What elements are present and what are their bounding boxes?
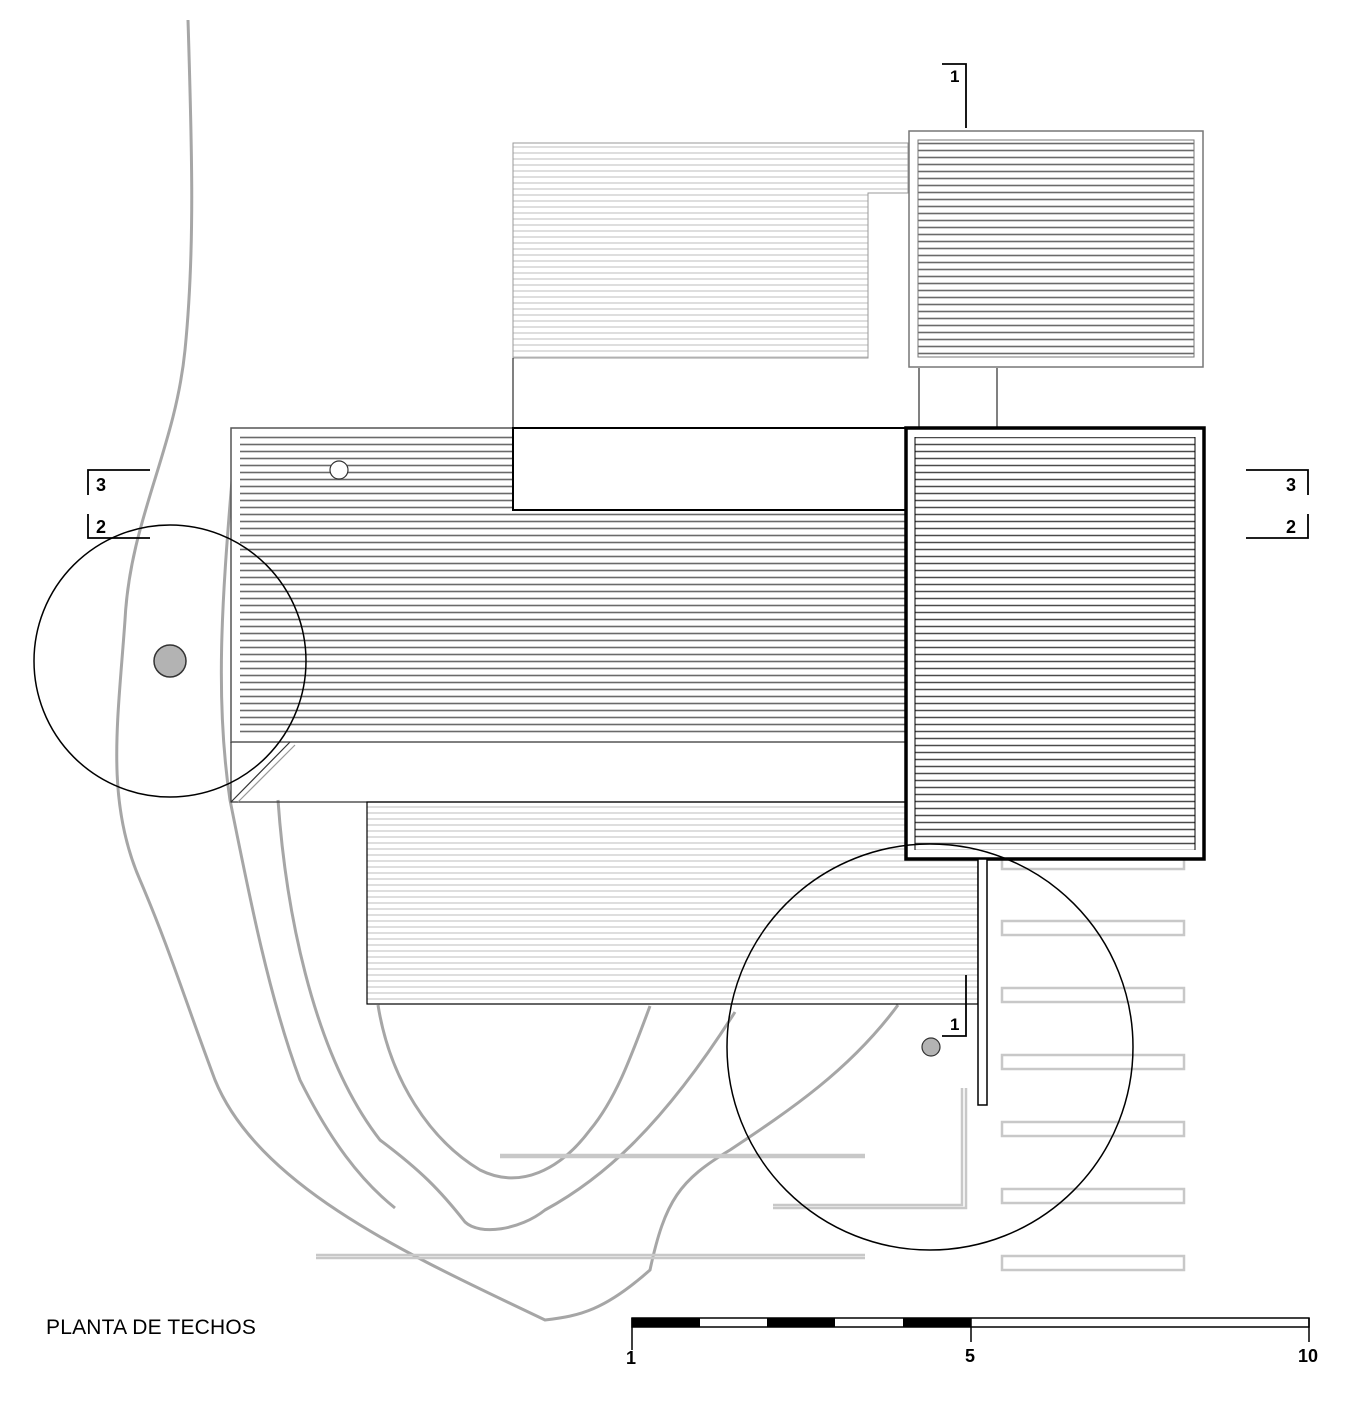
connector-lines <box>512 358 998 428</box>
section-label-right-3: 3 <box>1286 475 1296 495</box>
section-marker-bottom <box>942 975 967 1037</box>
contour-line <box>219 479 396 1210</box>
eave-strip <box>230 741 908 803</box>
tree-left <box>33 524 307 798</box>
paver <box>1000 1254 1186 1272</box>
scale-bar: 1 5 10 <box>626 1317 1318 1368</box>
paver-edge <box>500 1153 865 1159</box>
ground-pavers <box>316 853 1186 1272</box>
contour-line <box>376 1004 652 1180</box>
scale-label-5: 5 <box>965 1346 975 1366</box>
terrain-contours <box>115 19 900 1322</box>
tree-trunk <box>921 1037 941 1057</box>
paver <box>1000 1053 1186 1071</box>
paver-edge <box>773 1088 968 1210</box>
contour-line <box>115 19 900 1322</box>
paver <box>1000 1187 1186 1205</box>
section-label-left-3: 3 <box>96 475 106 495</box>
roof-top-right <box>908 130 1204 368</box>
tree-canopy <box>726 843 1134 1251</box>
section-label-left-2: 2 <box>96 517 106 537</box>
roof-main <box>230 427 912 743</box>
section-label-top: 1 <box>950 67 959 86</box>
section-marker-right <box>1246 469 1309 539</box>
roof-upper-light <box>512 142 909 359</box>
roof-right-main <box>904 426 1206 861</box>
section-label-right-2: 2 <box>1286 517 1296 537</box>
section-marker-left <box>87 469 150 539</box>
paver-edge <box>316 1253 865 1260</box>
section-marker-top <box>942 63 967 128</box>
courtyard-void <box>512 427 910 511</box>
paver <box>1000 986 1186 1004</box>
tree-canopy <box>33 524 307 798</box>
scale-label-10: 10 <box>1298 1346 1318 1366</box>
section-label-bottom: 1 <box>950 1015 959 1034</box>
paver <box>1000 1120 1186 1138</box>
wall-element <box>977 858 988 1106</box>
contour-line <box>276 799 737 1232</box>
scale-label-1: 1 <box>626 1348 636 1368</box>
roof-lower-light <box>366 801 979 1005</box>
paver <box>1000 919 1186 937</box>
drawing-title: PLANTA DE TECHOS <box>46 1316 257 1339</box>
tree-right <box>726 843 1134 1251</box>
tree-trunk <box>153 644 187 678</box>
skylight-circle <box>329 460 349 480</box>
